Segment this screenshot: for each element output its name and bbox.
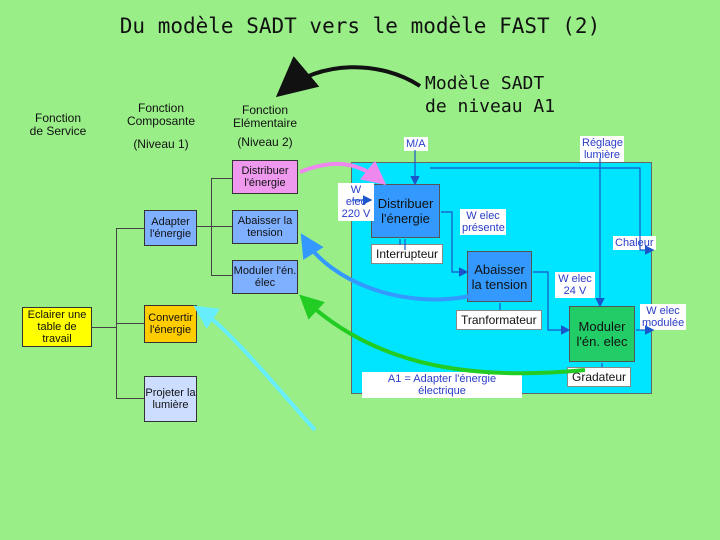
fast-adapter-box: Adapter l'énergie	[144, 210, 197, 246]
sadt-model-title: Modèle SADT de niveau A1	[425, 72, 555, 118]
blue-link-arrow	[300, 233, 471, 302]
pink-link-arrow	[299, 160, 387, 185]
header-service: Fonction de Service	[22, 112, 94, 138]
sadt-abaisser-box: Abaisser la tension	[467, 251, 532, 302]
fast-connector	[116, 228, 144, 229]
sadt-tranformateur: Tranformateur	[456, 310, 542, 330]
header-elementaire-line2: Elémentaire	[232, 116, 298, 130]
fast-connector	[197, 226, 211, 227]
header-composante: Fonction Composante (Niveau 1)	[118, 102, 204, 151]
sadt-label-reglage: Réglage lumière	[580, 136, 624, 162]
sadt-label-w-elec-24: W elec 24 V	[555, 272, 595, 298]
fast-connector	[211, 275, 232, 276]
fast-connector	[116, 323, 144, 324]
fast-connector	[116, 398, 144, 399]
header-composante-line2: Composante	[126, 114, 196, 128]
fast-connector	[211, 226, 232, 227]
header-elementaire-line1: Fonction	[241, 103, 289, 117]
fast-abaisser-box: Abaisser la tension	[232, 210, 298, 244]
fast-distribuer-box: Distribuer l'énergie	[232, 160, 298, 194]
sadt-label-ma: M/A	[404, 137, 428, 151]
fast-projeter-box: Projeter la lumière	[144, 376, 197, 422]
sadt-label-w-elec-presente: W elec présente	[460, 209, 506, 235]
fast-connector	[116, 228, 117, 398]
header-service-line1: Fonction	[34, 111, 82, 125]
sadt-interrupteur: Interrupteur	[371, 244, 444, 264]
sadt-title-line2: de niveau A1	[425, 96, 556, 117]
page-title: Du modèle SADT vers le modèle FAST (2)	[119, 14, 601, 38]
fast-service-box: Eclairer une table de travail	[22, 307, 92, 347]
sadt-distribuer-box: Distribuer l'énergie	[371, 184, 440, 238]
black-curved-arrow	[275, 56, 422, 98]
sadt-a1-label: A1 = Adapter l'énergie électrique	[362, 372, 522, 398]
header-elementaire: Fonction Elémentaire (Niveau 2)	[222, 104, 308, 149]
fast-moduler-box: Moduler l'én. élec	[232, 260, 298, 294]
header-service-line2: de Service	[29, 124, 87, 138]
cyan-link-arrow	[193, 305, 317, 432]
header-elementaire-level: (Niveau 2)	[237, 135, 293, 149]
sadt-moduler-box: Moduler l'én. elec	[569, 306, 635, 362]
fast-convertir-box: Convertir l'énergie	[144, 305, 197, 343]
green-link-arrow	[299, 294, 586, 376]
fast-connector	[92, 327, 116, 328]
sadt-title-line1: Modèle SADT	[425, 73, 545, 94]
fast-connector	[211, 178, 232, 179]
header-composante-level: (Niveau 1)	[133, 137, 189, 151]
header-composante-line1: Fonction	[137, 101, 185, 115]
sadt-label-w-elec-220: W elec 220 V	[338, 183, 374, 221]
flow-chaleur-line	[430, 167, 655, 255]
flow-presente	[441, 211, 469, 277]
flow-24	[533, 271, 571, 335]
